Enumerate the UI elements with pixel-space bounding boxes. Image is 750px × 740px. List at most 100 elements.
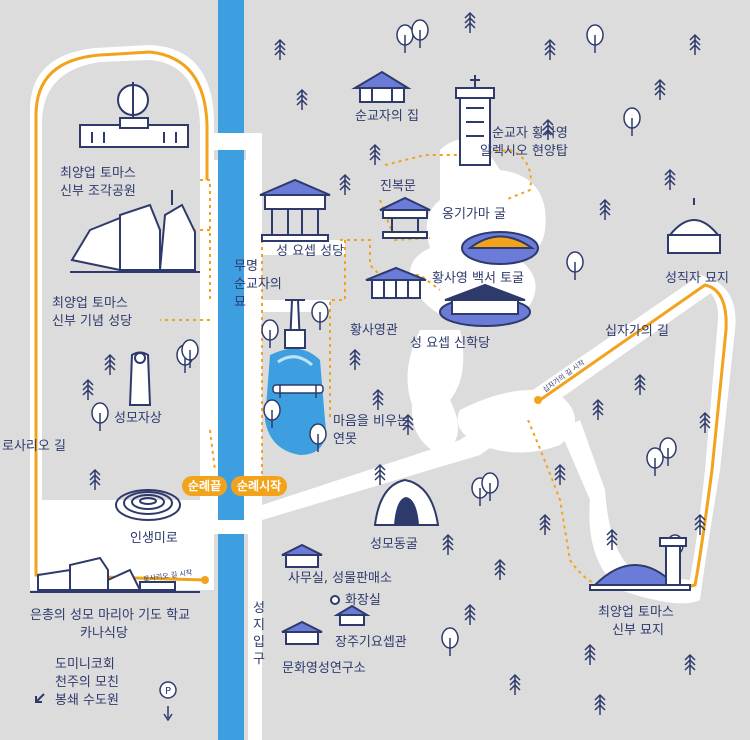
pine-icon: [634, 373, 646, 395]
hwang-monument-icon: [455, 75, 495, 166]
river: [214, 0, 262, 740]
jinbokmun-gate-icon: [379, 196, 431, 239]
joseph-seminary-icon: [439, 283, 531, 327]
grotto-icon: [373, 478, 440, 526]
pine-icon: [442, 533, 454, 555]
pine-icon: [592, 398, 604, 420]
rosary-start-dot: [201, 576, 209, 584]
pine-icon: [372, 388, 384, 410]
label-pond-1: 마음을 비우는: [333, 414, 409, 429]
arrow-down-left-icon: [35, 693, 45, 703]
badge-pilgrim-end: 순례끝: [182, 476, 228, 496]
pine-icon: [509, 673, 521, 695]
label-choi-tomb-2: 신부 묘지: [612, 623, 664, 638]
cross-start-dot: [534, 396, 542, 404]
label-rosary-road: 로사리오 길: [2, 439, 66, 454]
label-joseph-seminary: 성 요셉 신학당: [410, 336, 491, 351]
tree-icon: [91, 402, 109, 431]
choi-church-icon: [70, 190, 200, 273]
pine-icon: [594, 693, 606, 715]
label-unknown-tomb-1: 무명: [234, 259, 258, 274]
pine-icon: [349, 348, 361, 370]
pine-icon: [584, 643, 596, 665]
tree-icon: [566, 251, 584, 280]
tree-icon: [586, 24, 604, 53]
label-mary-statue: 성모자상: [114, 411, 162, 426]
label-hwang-monument-2: 알렉시오 현양탑: [480, 144, 568, 159]
hwang-hall-icon: [365, 266, 427, 299]
joseph-church-icon: [259, 178, 331, 242]
pine-icon: [689, 33, 701, 55]
tree-icon: [311, 301, 329, 330]
parking-letter: P: [165, 686, 171, 697]
labyrinth-icon: [115, 489, 181, 521]
jangju-hall-icon: [333, 604, 371, 626]
label-joseph-church: 성 요셉 성당: [276, 244, 345, 259]
restroom-dot-icon: [330, 595, 340, 605]
pine-icon: [684, 653, 696, 675]
label-choi-tomb-1: 최양업 토마스: [598, 605, 674, 620]
label-school-2: 카나식당: [80, 626, 128, 641]
pine-icon: [599, 198, 611, 220]
mary-statue-icon: [128, 351, 152, 406]
choi-park-statue-icon: [79, 82, 189, 148]
tree-icon: [181, 339, 199, 368]
pine-icon: [402, 413, 414, 435]
unknown-martyr-statue-icon: [284, 299, 306, 349]
label-jangju-hall: 장주기요셉관: [335, 635, 407, 650]
tree-icon: [646, 447, 664, 476]
pine-icon: [694, 513, 706, 535]
pine-icon: [606, 528, 618, 550]
label-school-1: 은총의 성모 마리아 기도 학교: [30, 608, 191, 623]
label-dominic-1: 도미니코회: [55, 657, 115, 672]
label-cross-road: 십자가의 길: [605, 324, 669, 339]
pine-icon: [464, 11, 476, 33]
label-pond-2: 연못: [333, 432, 357, 447]
pine-icon: [554, 463, 566, 485]
pine-icons: [82, 11, 711, 715]
martyr-house-icon: [351, 70, 412, 103]
tree-icon: [263, 399, 281, 428]
pine-icon: [664, 168, 676, 190]
label-hwang-hall: 황사영관: [350, 323, 398, 338]
tree-icon: [441, 627, 459, 656]
label-choi-church-2: 신부 기념 성당: [52, 314, 133, 329]
label-choi-park-1: 최양업 토마스: [60, 166, 136, 181]
label-choi-park-2: 신부 조각공원: [60, 184, 136, 199]
tree-icon: [396, 24, 414, 53]
label-martyrs-tomb: 성직자 묘지: [665, 271, 729, 286]
label-culture-inst: 문화영성연구소: [282, 661, 366, 676]
label-martyr-house: 순교자의 집: [355, 109, 419, 124]
label-hwang-cave: 황사영 백서 토굴: [432, 271, 524, 286]
label-onggi-cave: 옹기가마 굴: [442, 207, 506, 222]
pine-icon: [104, 353, 116, 375]
label-jinbokmun: 진복문: [380, 179, 416, 194]
label-labyrinth: 인생미로: [130, 531, 178, 546]
tree-icon: [261, 319, 279, 348]
parking-icon: [159, 681, 177, 722]
clergy-tomb-icon: [667, 198, 721, 254]
pine-icon: [539, 513, 551, 535]
pine-icon: [654, 78, 666, 100]
label-grotto: 성모동굴: [370, 537, 418, 552]
label-dominic-2: 천주의 모친: [55, 675, 119, 690]
tree-icon: [659, 437, 677, 466]
pine-icon: [274, 38, 286, 60]
pine-icon: [339, 173, 351, 195]
culture-institute-icon: [281, 620, 323, 645]
office-icon: [281, 543, 323, 568]
pine-icon: [464, 603, 476, 625]
pine-icon: [374, 463, 386, 485]
label-choi-church-1: 최양업 토마스: [52, 296, 128, 311]
prayer-school-icon: [30, 556, 200, 593]
label-unknown-tomb-2: 순교자의: [234, 277, 282, 292]
label-office: 사무실, 성물판매소: [288, 571, 392, 586]
pine-icon: [82, 378, 94, 400]
pine-icon: [544, 38, 556, 60]
badge-pilgrim-start: 순례시작: [231, 476, 288, 496]
buildings: [30, 70, 721, 645]
tree-icon: [411, 19, 429, 48]
